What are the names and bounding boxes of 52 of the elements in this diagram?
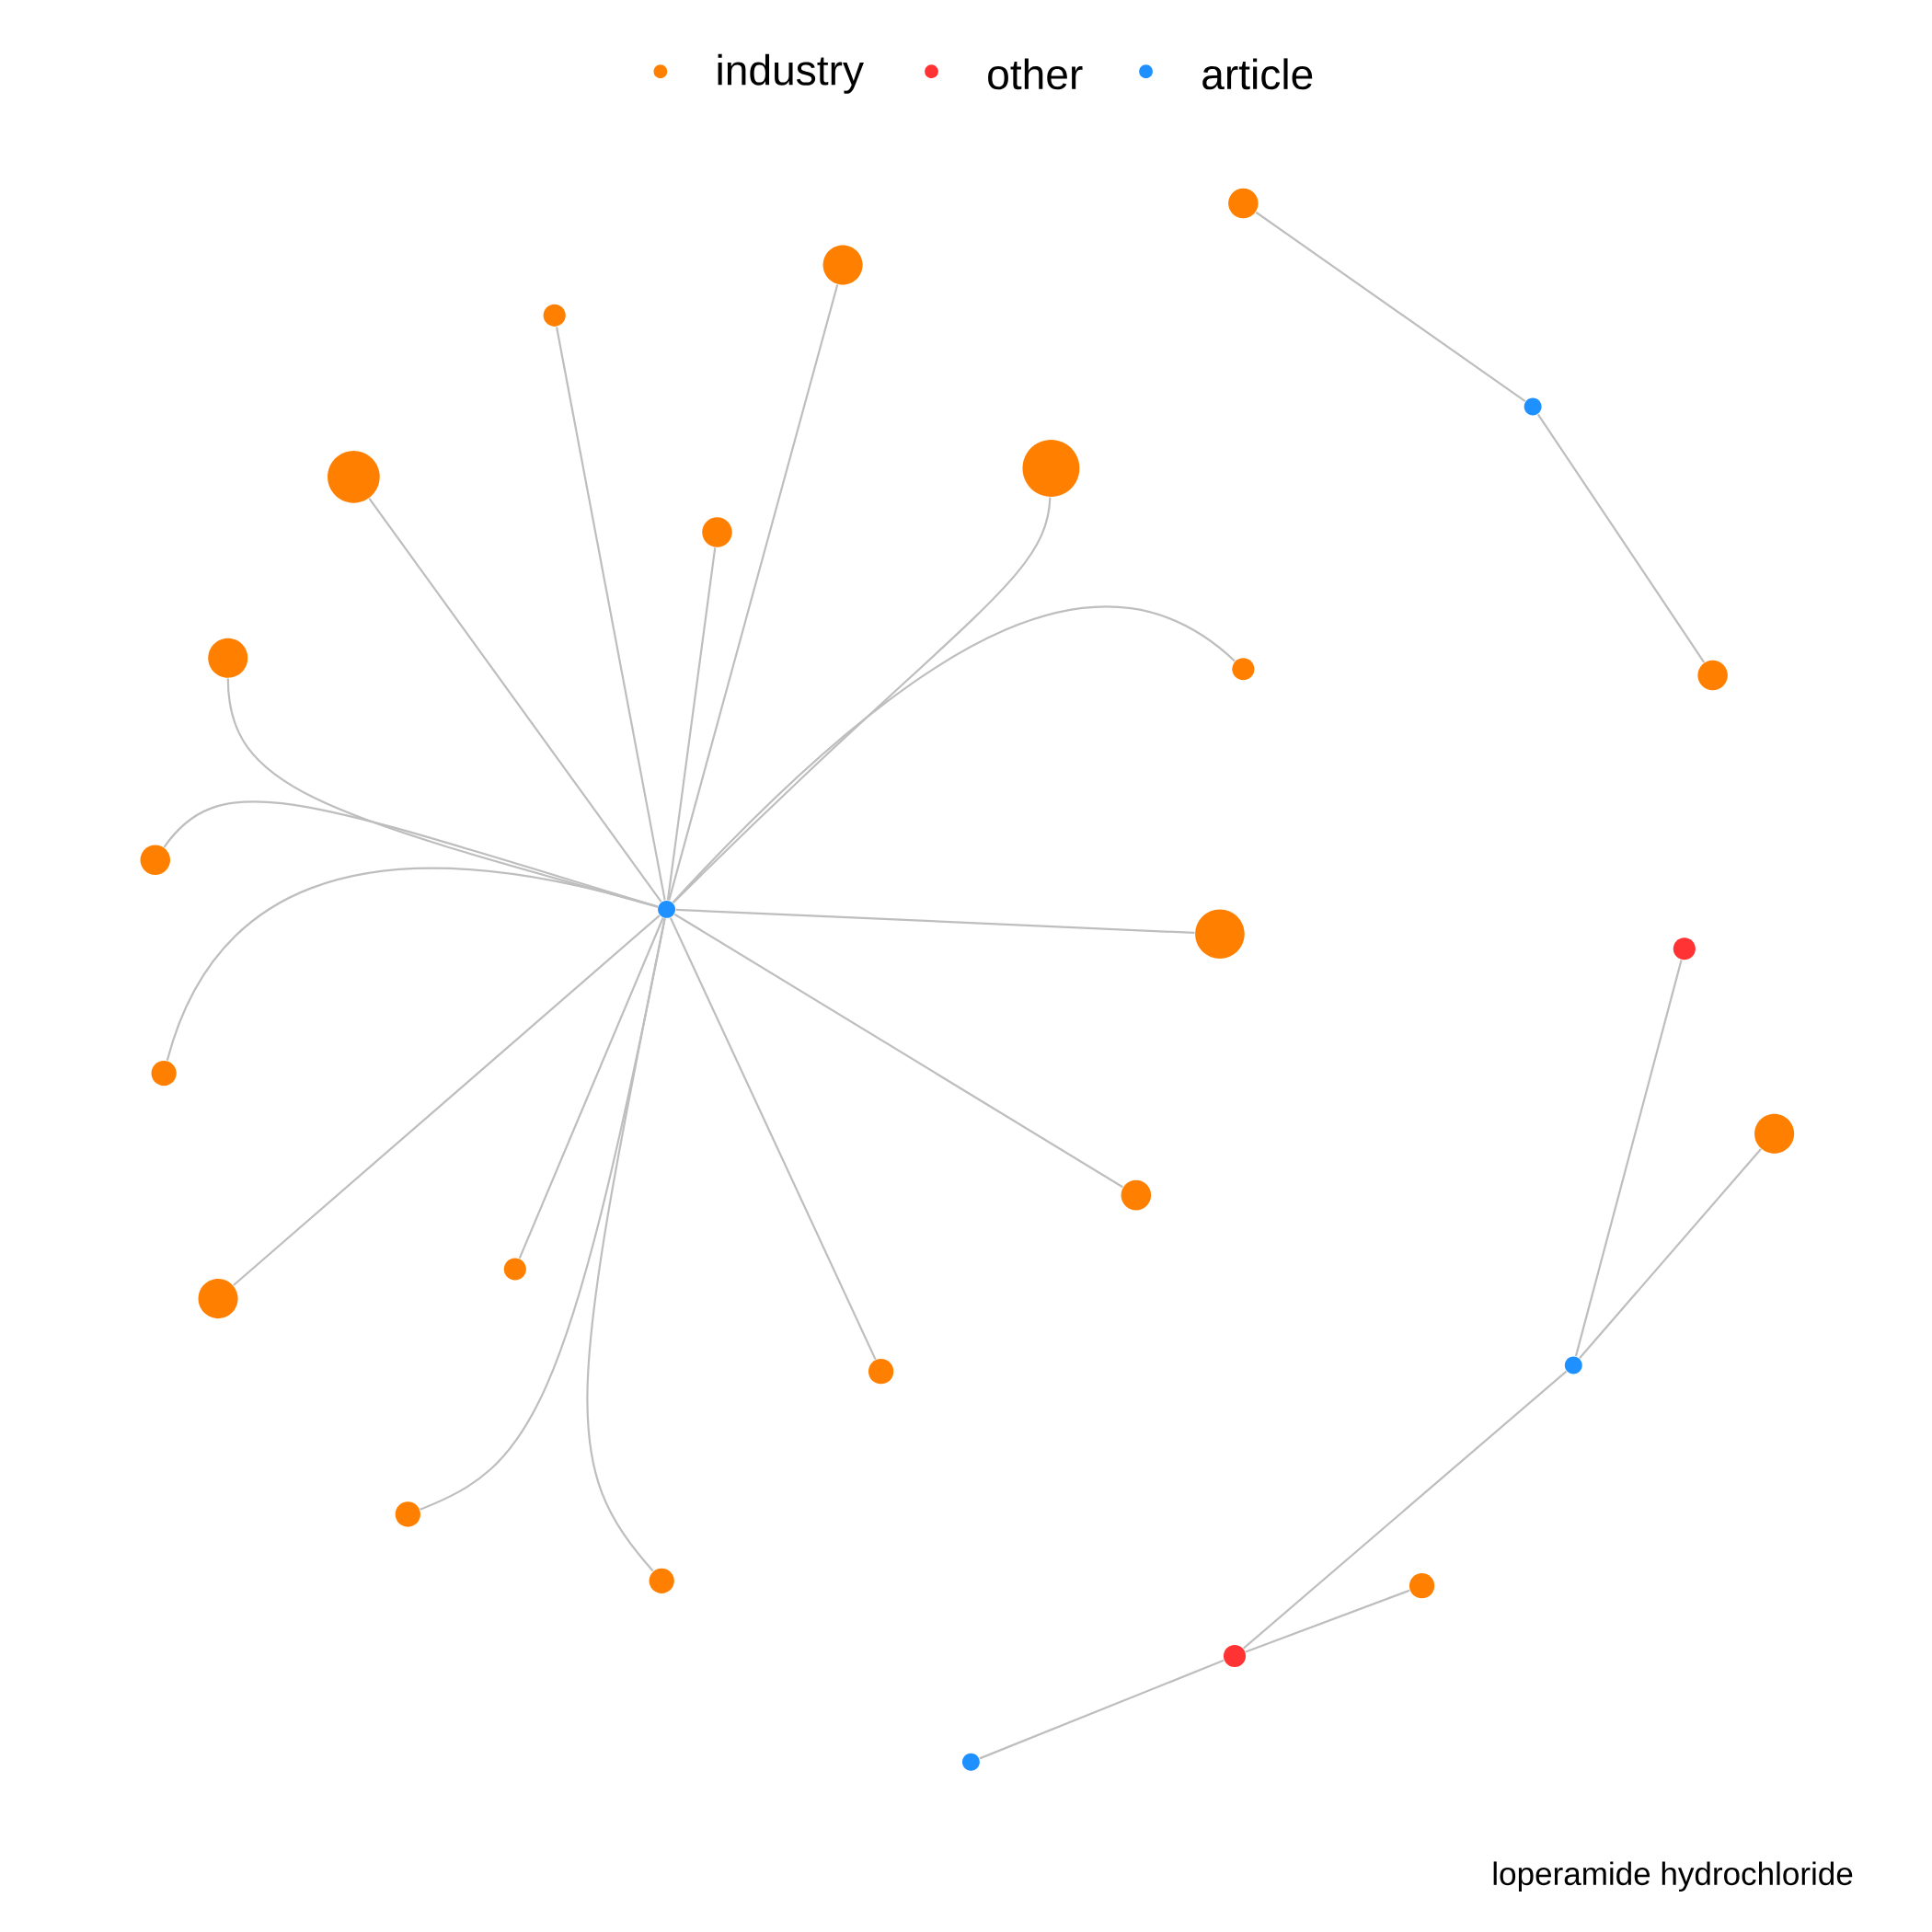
network-edge: [673, 913, 1123, 1189]
network-edge: [1243, 1370, 1568, 1650]
network-node: [1121, 1179, 1152, 1211]
network-node: [151, 1060, 177, 1087]
network-node: [822, 245, 863, 285]
network-node: [1754, 1113, 1795, 1154]
legend-label: article: [1202, 58, 1313, 90]
network-edge: [226, 678, 659, 908]
network-edge: [669, 917, 877, 1361]
network-edge: [233, 914, 661, 1286]
network-node: [1223, 1644, 1247, 1668]
network-edge: [666, 547, 717, 901]
network-edge: [166, 868, 659, 1061]
network-edge: [556, 327, 666, 901]
network-node: [395, 1501, 420, 1527]
network-edge: [586, 918, 666, 1572]
network-node: [1022, 439, 1080, 497]
network-edge: [979, 1659, 1225, 1760]
network-node: [868, 1359, 894, 1385]
network-node: [649, 1568, 674, 1593]
network-node: [1409, 1573, 1435, 1599]
network-node: [1228, 188, 1259, 219]
legend-label: other: [988, 58, 1083, 90]
network-edge: [668, 284, 839, 901]
network-node: [543, 304, 566, 327]
network-edge: [368, 498, 662, 903]
network-edge: [1536, 413, 1706, 663]
network-edge: [675, 908, 1195, 935]
network-node: [1195, 909, 1245, 959]
network-edge: [518, 917, 664, 1259]
network-node: [1524, 397, 1542, 416]
network-node: [140, 845, 170, 876]
caption: loperamide hydrochloride: [1493, 1861, 1853, 1892]
network-edge: [1574, 960, 1683, 1357]
network-node: [503, 1258, 526, 1281]
network-edge: [1579, 1148, 1762, 1359]
network-node: [702, 517, 732, 547]
network-node: [328, 450, 380, 503]
network-edge: [1245, 1589, 1410, 1653]
legend-label: industry: [718, 53, 864, 94]
network-node: [208, 638, 248, 678]
network-node: [1673, 937, 1696, 960]
network-edge: [673, 497, 1052, 903]
network-edge: [672, 605, 1236, 903]
network-edge: [420, 918, 666, 1511]
network-node: [1564, 1356, 1582, 1374]
network-edge: [1255, 211, 1526, 402]
network-node: [198, 1279, 238, 1319]
network-node: [1697, 660, 1728, 691]
network-node: [1232, 658, 1255, 681]
network-node: [658, 900, 675, 918]
network-node: [961, 1753, 980, 1771]
